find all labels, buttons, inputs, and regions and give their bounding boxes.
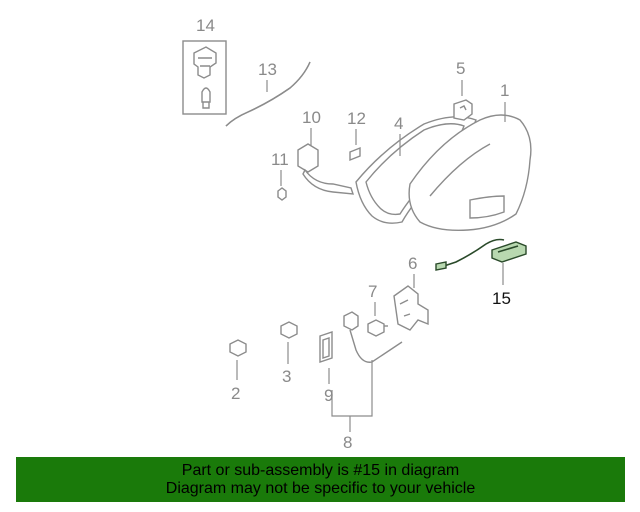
leader-8	[331, 360, 373, 432]
part-2-bumper[interactable]	[229, 339, 247, 357]
part-10-bracket[interactable]	[297, 143, 355, 195]
parts-diagram: 14 13 10 12 11 4 1 5	[182, 16, 532, 452]
part-7-bolt[interactable]	[367, 319, 388, 337]
label-2: 2	[231, 384, 240, 403]
part-6-hinge[interactable]	[393, 285, 429, 331]
part-11-bolt[interactable]	[277, 187, 287, 201]
label-4: 4	[394, 114, 403, 133]
label-12: 12	[347, 109, 366, 128]
label-6: 6	[408, 254, 417, 273]
label-9: 9	[324, 386, 333, 405]
part-3-bumper[interactable]	[280, 321, 298, 339]
label-3: 3	[282, 367, 291, 386]
part-9-handle[interactable]	[319, 331, 333, 363]
part-1-trunk-lid[interactable]	[408, 114, 532, 232]
part-5-bracket[interactable]	[453, 99, 473, 121]
part-13-cable[interactable]	[225, 61, 311, 127]
label-8: 8	[343, 433, 352, 452]
label-7: 7	[368, 282, 377, 301]
part-12-clip[interactable]	[349, 146, 361, 162]
banner-line-1: Part or sub-assembly is #15 in diagram	[181, 461, 460, 479]
label-5: 5	[456, 59, 465, 78]
label-1: 1	[500, 81, 509, 100]
label-14: 14	[196, 16, 215, 35]
label-15: 15	[492, 289, 511, 308]
label-10: 10	[302, 108, 321, 127]
part-8-rod[interactable]	[343, 311, 403, 363]
notice-banner: Part or sub-assembly is #15 in diagram D…	[16, 457, 625, 502]
label-11: 11	[271, 150, 289, 169]
banner-line-2: Diagram may not be specific to your vehi…	[165, 479, 476, 497]
part-15-harness[interactable]	[435, 238, 527, 271]
part-14-bulb-kit[interactable]	[182, 40, 227, 115]
label-13: 13	[258, 60, 277, 79]
